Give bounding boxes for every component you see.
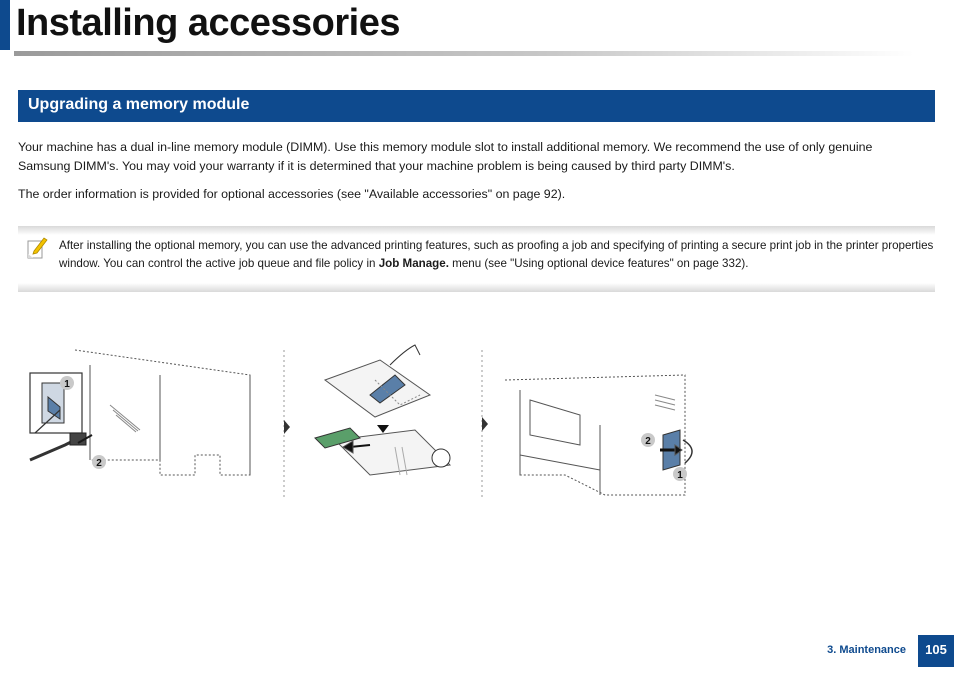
step-label-2b: 2 — [645, 436, 651, 447]
note-text: After installing the optional memory, yo… — [59, 237, 939, 272]
title-rule — [14, 51, 914, 56]
page-number-badge: 105 — [918, 635, 954, 667]
note-text-after: menu (see "Using optional device feature… — [448, 256, 749, 270]
note-box: After installing the optional memory, yo… — [18, 226, 935, 292]
step-label-1b: 1 — [677, 470, 683, 481]
page-title: Installing accessories — [16, 2, 400, 44]
chapter-label: 3. Maintenance — [827, 644, 906, 656]
step-label-1: 1 — [64, 379, 70, 390]
note-text-before: After installing the optional memory, yo… — [59, 239, 934, 270]
step-label-2: 2 — [96, 458, 102, 469]
note-bold-menu: Job Manage. — [378, 256, 449, 270]
paragraph-dimm-info: Your machine has a dual in-line memory m… — [18, 140, 873, 173]
section-heading: Upgrading a memory module — [28, 96, 250, 113]
section-header: Upgrading a memory module — [18, 90, 935, 122]
memory-install-illustration: 1 2 2 1 — [29, 344, 693, 500]
note-pencil-icon — [27, 237, 48, 259]
paragraph-order-info: The order information is provided for op… — [18, 187, 566, 201]
title-accent-bar — [0, 0, 10, 50]
